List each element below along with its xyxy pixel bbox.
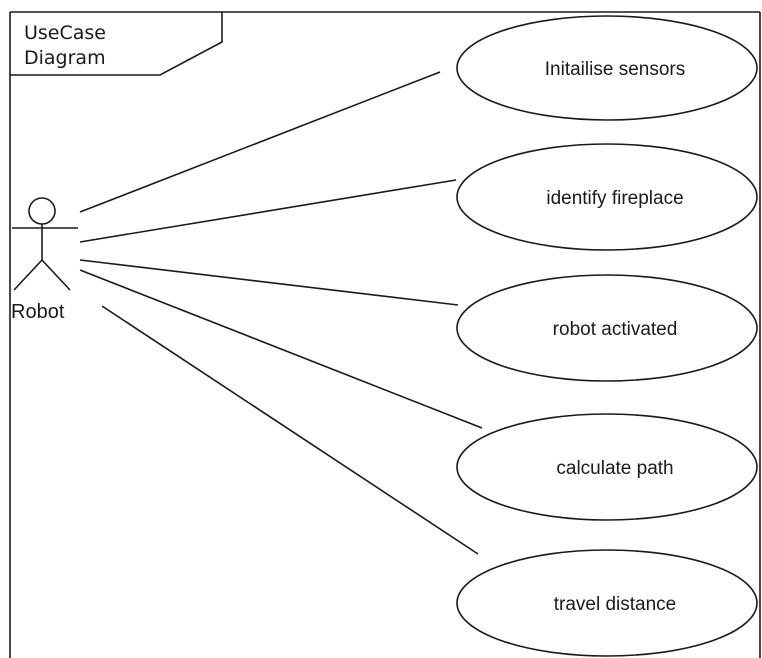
- use-case-robot-activated[interactable]: robot activated: [456, 274, 758, 382]
- actor-head: [28, 197, 56, 225]
- actor-robot[interactable]: Robot: [11, 197, 78, 323]
- associations: [79, 71, 483, 555]
- use-case-label: travel distance: [554, 594, 677, 615]
- frame-title-line1: UseCase: [24, 22, 106, 44]
- association-line-calculate-path: [79, 269, 483, 429]
- association-line-travel-distance: [101, 305, 479, 555]
- actor-left-leg: [13, 259, 43, 291]
- use-case-label: calculate path: [556, 458, 673, 479]
- use-case-label: Initailise sensors: [545, 59, 685, 80]
- frame-title-line2: Diagram: [24, 47, 106, 69]
- use-case-calculate-path[interactable]: calculate path: [456, 413, 758, 521]
- association-line-identify-fireplace: [79, 179, 457, 243]
- actor-right-leg: [41, 259, 71, 291]
- use-case-initialise-sensors[interactable]: Initailise sensors: [456, 15, 758, 121]
- association-line-initialise-sensors: [79, 71, 441, 213]
- use-case-label: identify fireplace: [546, 188, 683, 209]
- use-case-travel-distance[interactable]: travel distance: [456, 549, 758, 657]
- diagram-frame: [9, 11, 761, 658]
- frame-name-tab: UseCase Diagram: [10, 12, 223, 76]
- use-case-identify-fireplace[interactable]: identify fireplace: [456, 143, 758, 251]
- association-line-robot-activated: [79, 259, 459, 306]
- use-case-label: robot activated: [553, 319, 678, 340]
- actor-name: Robot: [11, 301, 65, 323]
